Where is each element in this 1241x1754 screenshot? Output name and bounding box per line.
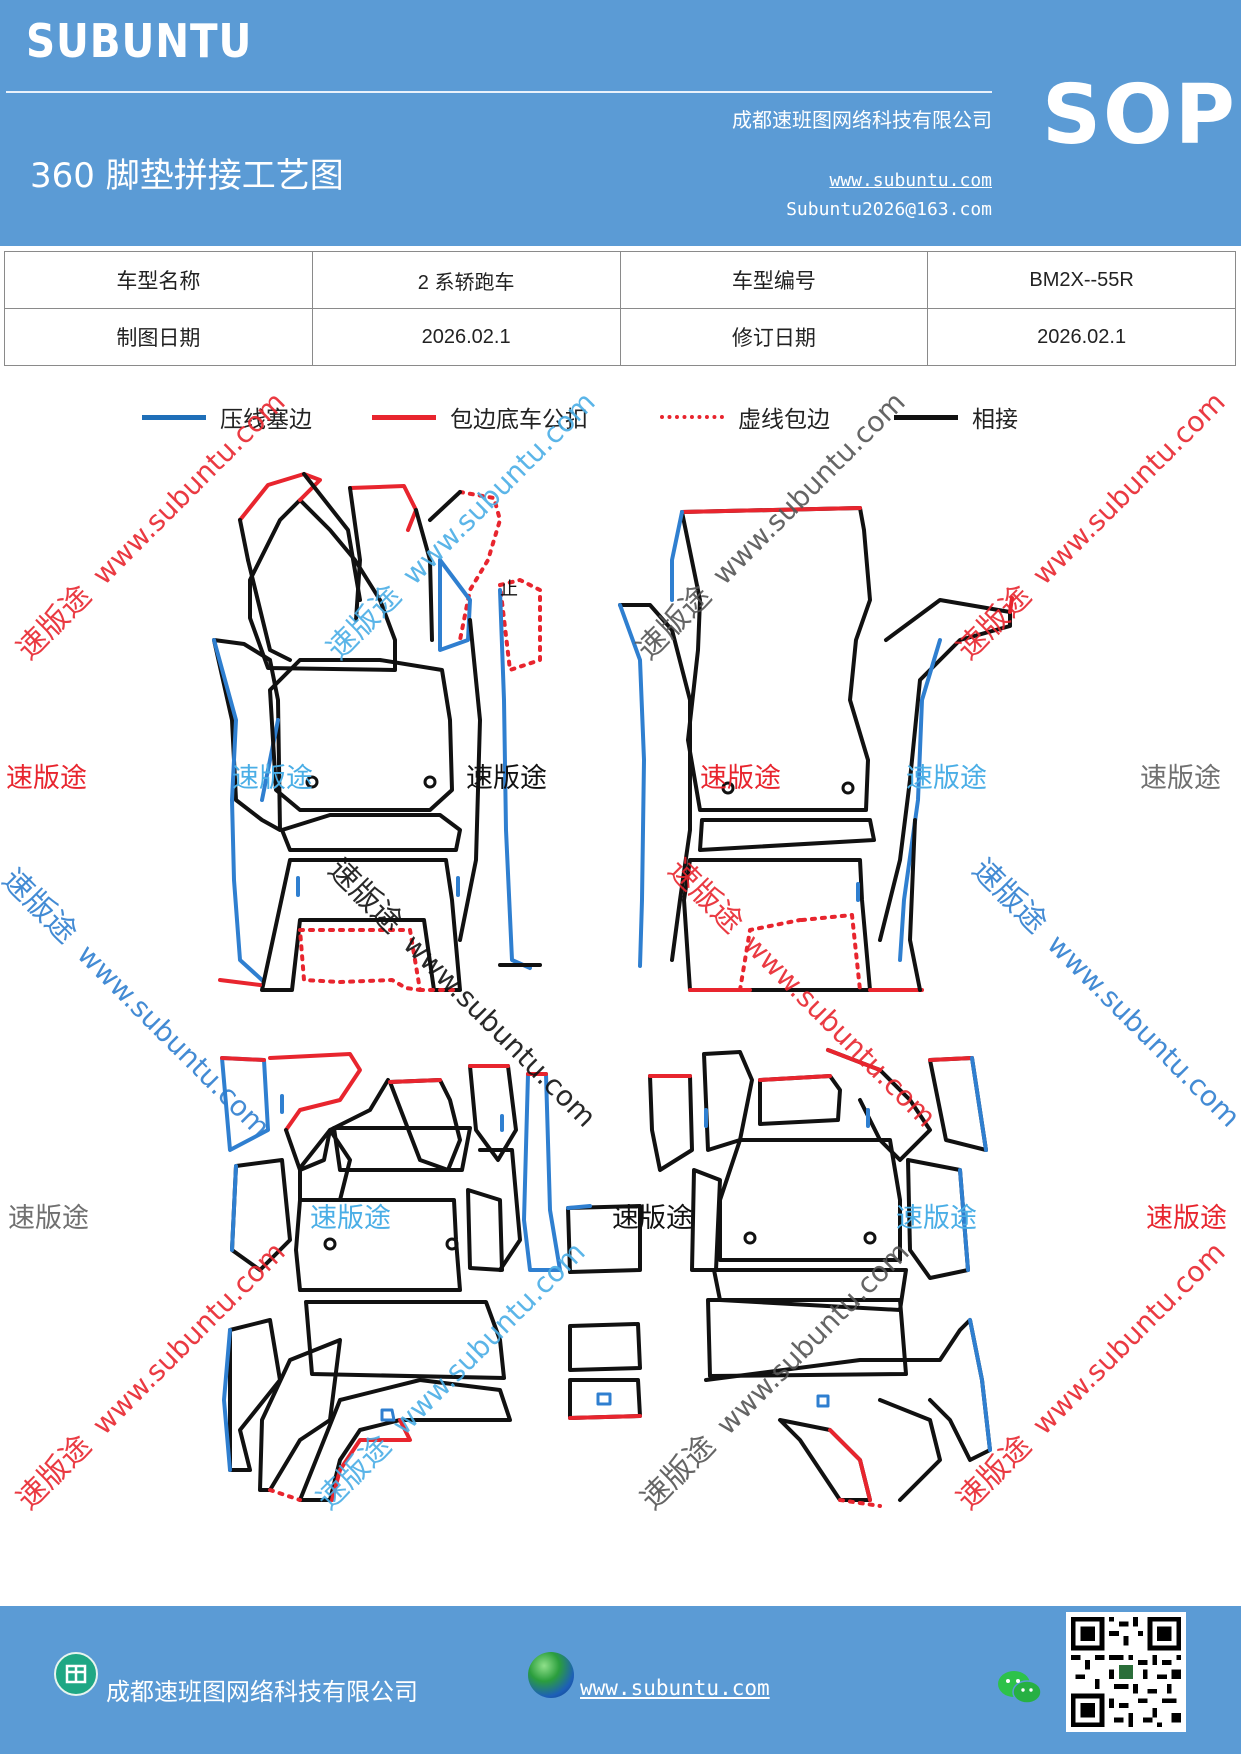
mat-assembly-diagram: 止 速版途 速版途 速版途 速版途 速版途 速版途 速版途 速版途 速版途 速版… <box>0 385 1241 1580</box>
table-row: 制图日期 2026.02.1 修订日期 2026.02.1 <box>4 308 1236 366</box>
model-name-value: 2 系轿跑车 <box>311 251 621 309</box>
home-icon <box>54 1652 98 1696</box>
front-left-mat-group <box>212 472 542 992</box>
legend-label: 包边底车公扣 <box>450 407 588 433</box>
footer-website-link[interactable]: www.subuntu.com <box>580 1676 770 1700</box>
watermark-label: 速版途 <box>896 1203 977 1234</box>
watermark-label: 速版途 <box>612 1203 693 1234</box>
legend-label: 虚线包边 <box>738 407 830 433</box>
center-tunnel-pieces <box>566 1204 642 1420</box>
watermark-label: 速版途 <box>906 763 987 794</box>
watermark-label: 速版途 <box>1146 1203 1227 1234</box>
legend-swatch-blue <box>142 414 206 420</box>
legend-swatch-black <box>894 414 958 420</box>
legend-swatch-red <box>372 414 436 420</box>
doc-type-label: SOP <box>1042 68 1237 163</box>
vehicle-info-table: 车型名称 2 系轿跑车 车型编号 BM2X--55R 制图日期 2026.02.… <box>4 251 1236 366</box>
page-title: 360 脚垫拼接工艺图 <box>30 156 344 196</box>
legend-item: 虚线包边 <box>660 400 830 434</box>
legend-swatch-red-dotted <box>660 415 724 419</box>
footer-banner: 成都速班图网络科技有限公司 www.subuntu.com <box>0 1606 1241 1754</box>
legend-item: 压线塞边 <box>142 400 312 434</box>
model-code-label: 车型编号 <box>619 251 929 309</box>
front-right-mat-group <box>618 506 1014 992</box>
draw-date-label: 制图日期 <box>4 308 313 366</box>
legend-item: 相接 <box>894 400 1018 434</box>
brand-logo: SUBUNTU <box>26 14 253 68</box>
legend-item: 包边底车公扣 <box>372 400 588 434</box>
revision-date-label: 修订日期 <box>619 308 929 366</box>
draw-date-value: 2026.02.1 <box>311 308 621 366</box>
watermark-label: 速版途 <box>1140 763 1221 794</box>
table-row: 车型名称 2 系轿跑车 车型编号 BM2X--55R <box>4 251 1236 309</box>
website-link[interactable]: www.subuntu.com <box>829 170 992 191</box>
rear-right-mat-group <box>648 1048 992 1508</box>
email-address[interactable]: Subuntu2026@163.com <box>786 199 992 220</box>
globe-icon <box>528 1652 574 1698</box>
line-legend: 压线塞边 包边底车公扣 虚线包边 相接 <box>0 400 1241 440</box>
watermark-label: 速版途 <box>6 763 87 794</box>
watermark-label: 速版途 <box>8 1203 89 1234</box>
company-name: 成都速班图网络科技有限公司 <box>732 108 992 132</box>
wechat-icon[interactable] <box>996 1668 1044 1708</box>
mat-outline-drawing: 止 <box>212 472 1014 1508</box>
watermark-label: 速版途 <box>466 763 547 794</box>
piece-label: 止 <box>500 579 518 600</box>
legend-label: 压线塞边 <box>220 407 312 433</box>
legend-label: 相接 <box>972 407 1018 433</box>
footer-company-name: 成都速班图网络科技有限公司 <box>106 1678 418 1706</box>
revision-date-value: 2026.02.1 <box>927 308 1236 366</box>
watermark-label: 速版途 <box>232 763 313 794</box>
watermark-label: 速版途 <box>310 1203 391 1234</box>
header-divider <box>6 91 992 93</box>
header-banner: SUBUNTU 成都速班图网络科技有限公司 SOP 360 脚垫拼接工艺图 ww… <box>0 0 1241 246</box>
model-name-label: 车型名称 <box>4 251 313 309</box>
rear-left-mat-group <box>220 1052 562 1502</box>
model-code-value: BM2X--55R <box>927 251 1236 309</box>
watermark-label: 速版途 <box>700 763 781 794</box>
qr-code[interactable] <box>1066 1612 1186 1732</box>
